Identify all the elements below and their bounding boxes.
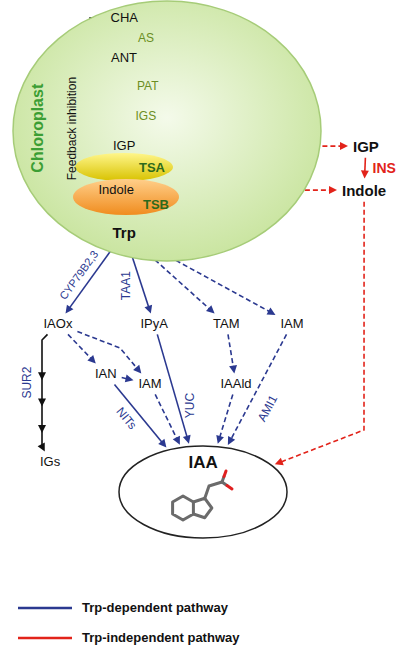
- metabolite-node: ANT: [108, 50, 140, 67]
- node-title: Chloroplast: [29, 84, 47, 173]
- arrowhead: [38, 372, 46, 380]
- node-title: TSA: [139, 161, 165, 176]
- legend-line-sample: [18, 632, 74, 644]
- enzyme-ellipse: TSB Indole: [72, 178, 180, 216]
- connector-line: [228, 334, 233, 367]
- edge-label: Feedback inhibition: [66, 76, 79, 179]
- metabolite-name: IGs: [40, 455, 60, 470]
- arrowhead: [158, 439, 166, 448]
- connector: [122, 375, 134, 383]
- arrowhead: [361, 170, 369, 178]
- connector: [361, 158, 369, 179]
- metabolite-name: IAN: [95, 367, 117, 382]
- arrowhead: [38, 399, 46, 407]
- ellipse-shape: [119, 446, 287, 538]
- metabolite-name: IGP: [353, 138, 379, 155]
- connector: [228, 334, 237, 373]
- arrowhead: [183, 435, 191, 444]
- legend-row: Trp-independent pathway: [18, 630, 239, 645]
- node-title: IAA: [189, 453, 218, 473]
- arrowhead: [38, 443, 45, 452]
- edge-label: TAA1: [119, 271, 132, 300]
- metabolite-name: CHA: [111, 11, 138, 26]
- arrowhead: [267, 308, 276, 315]
- enzyme-label: IGS: [136, 110, 157, 123]
- enzyme-ellipse: TSA: [74, 152, 174, 182]
- metabolite-node: IAM: [136, 376, 165, 393]
- metabolite-name: Indole: [99, 183, 134, 198]
- edge-label: YUC: [184, 392, 197, 417]
- node-title: TSB: [143, 198, 169, 213]
- metabolite-name: TAM: [213, 317, 239, 332]
- arrowhead: [329, 186, 337, 194]
- connector-line: [155, 394, 177, 439]
- connector: [157, 334, 190, 443]
- edge-label: PAT: [137, 80, 159, 93]
- edge-label: AMI1: [256, 393, 281, 424]
- metabolite-node: IPyA: [138, 316, 171, 333]
- metabolite-name: ANT: [111, 51, 137, 66]
- edge-label: AS: [138, 32, 154, 45]
- metabolite-node: IAM: [278, 316, 307, 333]
- connector-line: [77, 332, 137, 369]
- connector: [216, 394, 233, 443]
- connector-line: [157, 334, 187, 438]
- arrowhead: [145, 305, 153, 314]
- metabolite-node: CHA: [108, 10, 141, 27]
- legend-text: Trp-independent pathway: [82, 630, 239, 645]
- metabolite-name: IAM: [281, 317, 304, 332]
- connector-line: [68, 334, 92, 359]
- metabolite-name: IAM: [139, 377, 162, 392]
- metabolite-node: IGs: [37, 454, 63, 471]
- metabolite-node: Indole: [96, 182, 137, 199]
- metabolite-node: IAOx: [41, 316, 76, 333]
- connector: [275, 202, 364, 465]
- metabolite-name: IPyA: [141, 317, 168, 332]
- metabolite-name: IAOx: [44, 317, 73, 332]
- metabolite-node: Trp: [110, 223, 139, 242]
- arrowhead: [87, 355, 95, 364]
- metabolite-node: IGP: [350, 137, 382, 156]
- metabolite-node: TAM: [210, 316, 242, 333]
- chloroplast-region: Chloroplast CHA ANT IGP TSA TSB IndoleTrp: [12, 0, 322, 262]
- metabolite-name: Indole: [342, 182, 386, 199]
- metabolite-node: IAN: [92, 366, 120, 383]
- arrowhead: [340, 142, 348, 150]
- metabolite-name: Trp: [113, 224, 136, 241]
- product-ellipse: IAA: [118, 445, 288, 539]
- arrowhead: [66, 305, 74, 314]
- metabolite-node: IAAld: [218, 376, 255, 393]
- edge-label: SUR2: [21, 366, 34, 398]
- ellipse-shape: [75, 153, 173, 181]
- connector-line: [364, 158, 366, 173]
- arrowhead: [229, 365, 237, 374]
- ellipse-shape: [13, 1, 321, 261]
- arrowhead: [125, 375, 134, 383]
- metabolite-name: IAAld: [221, 377, 252, 392]
- connector: [38, 334, 48, 451]
- legend-text: Trp-dependent pathway: [82, 600, 228, 615]
- arrowhead: [275, 458, 284, 465]
- arrowhead: [216, 435, 224, 444]
- arrowhead: [228, 436, 235, 445]
- edge-label: INS: [373, 161, 396, 176]
- arrowhead: [173, 436, 180, 445]
- legend-row: Trp-dependent pathway: [18, 600, 228, 615]
- legend-line: [18, 636, 72, 639]
- legend-line-sample: [18, 602, 74, 614]
- connector-line: [220, 394, 233, 438]
- metabolite-node: IGP: [110, 138, 138, 155]
- arrowhead: [133, 365, 141, 374]
- legend-line: [18, 606, 72, 609]
- metabolite-node: Indole: [339, 181, 389, 200]
- arrowhead: [38, 425, 46, 433]
- metabolite-name: IGP: [113, 139, 135, 154]
- connector-line: [280, 202, 364, 462]
- arrowhead: [206, 305, 215, 313]
- connector: [68, 334, 96, 363]
- ellipse-shape: [73, 179, 179, 215]
- node-outline: [12, 0, 322, 262]
